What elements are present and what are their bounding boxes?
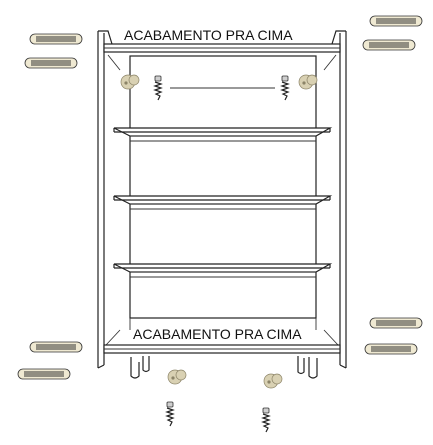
- foot-right: [297, 356, 318, 379]
- right-side-panel: [331, 30, 347, 369]
- dowel-icon-left-2: [24, 57, 78, 69]
- top-panel: ACABAMENTO PRA CIMA: [103, 27, 341, 53]
- foot-left: [130, 356, 150, 379]
- screw-icon-bottom-left: [166, 401, 174, 427]
- shelf-3: [113, 263, 333, 278]
- screw-icon-top-right: [281, 75, 289, 101]
- dowel-icon-right-3: [369, 317, 423, 329]
- left-side-panel: [97, 30, 113, 369]
- dowel-icon-left-4: [17, 368, 71, 380]
- bottom-finish-label: ACABAMENTO PRA CIMA: [133, 326, 302, 342]
- back-frame: [129, 55, 317, 330]
- cam-lock-icon-bottom-right: [263, 373, 283, 389]
- cam-lock-icon-top-right: [298, 74, 318, 90]
- bottom-panel: ACABAMENTO PRA CIMA: [103, 326, 341, 354]
- dowel-icon-right-4: [364, 343, 418, 355]
- dowel-icon-left-1: [29, 33, 83, 45]
- cam-lock-icon-bottom-left: [167, 369, 187, 385]
- screw-icon-top-left: [154, 75, 162, 101]
- shelf-2: [113, 195, 333, 210]
- dowel-icon-right-2: [362, 39, 416, 51]
- dowel-icon-right-1: [369, 15, 423, 27]
- top-finish-label: ACABAMENTO PRA CIMA: [124, 27, 293, 43]
- screw-icon-bottom-right: [262, 407, 270, 433]
- shelf-1: [113, 127, 333, 142]
- dowel-icon-left-3: [29, 341, 83, 353]
- cam-lock-icon-top-left: [120, 74, 140, 90]
